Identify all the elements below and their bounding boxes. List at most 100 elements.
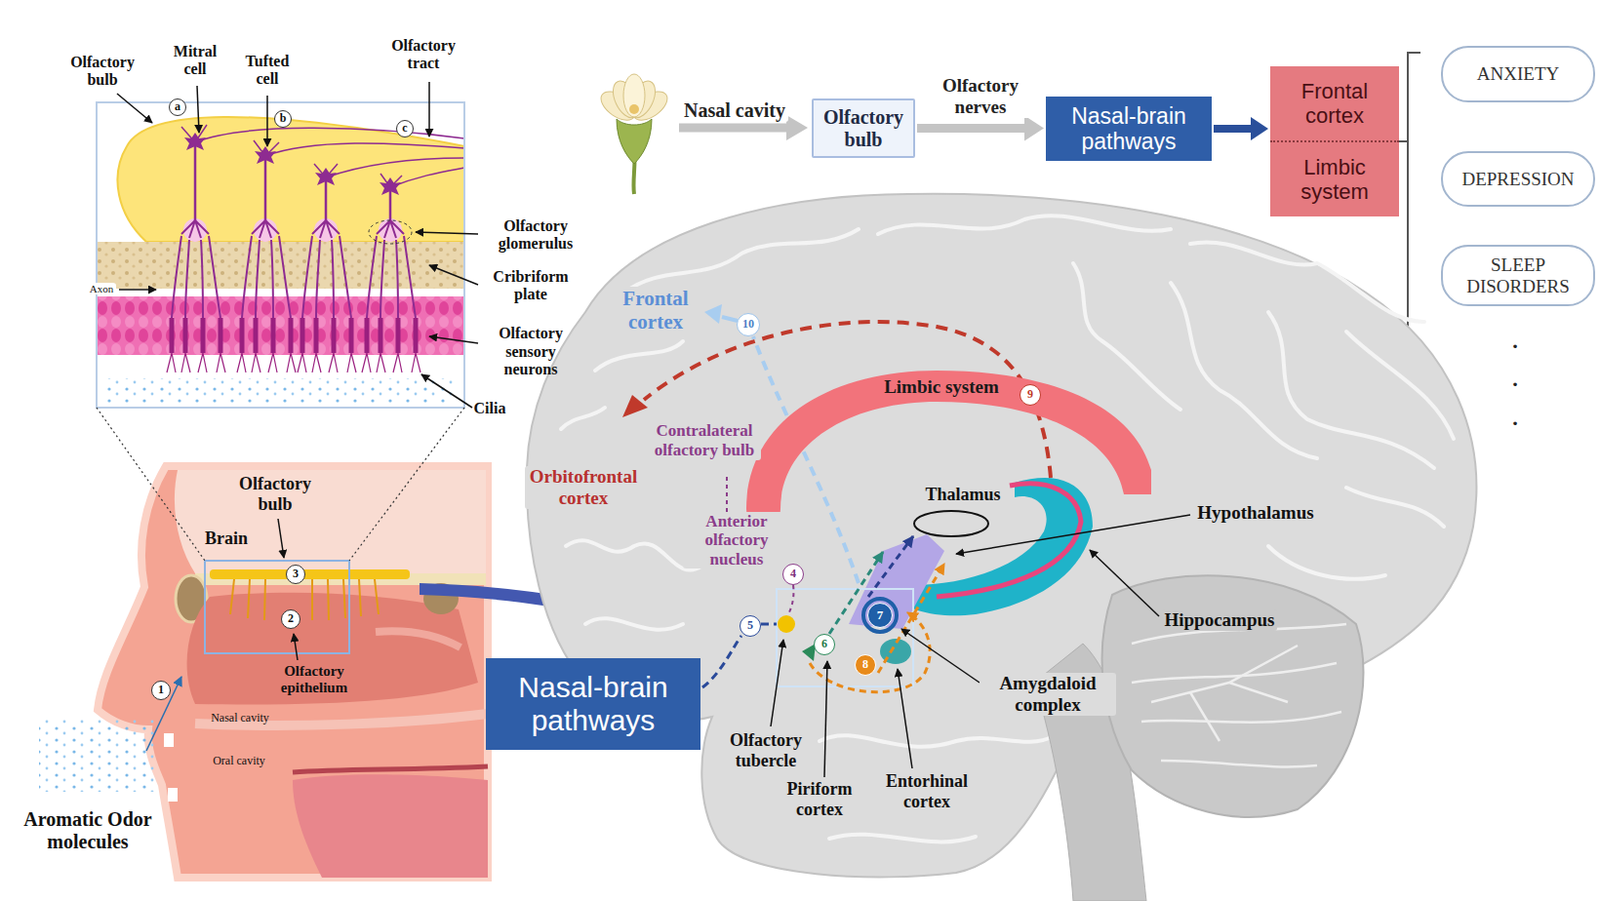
leader-line xyxy=(429,265,479,285)
brain xyxy=(777,615,796,634)
box-text: Frontal cortex xyxy=(1270,66,1400,141)
callout-number: b xyxy=(274,110,292,128)
bulb-inset xyxy=(379,177,401,196)
brain xyxy=(1268,312,1435,469)
part-label: Frontal cortex xyxy=(611,286,700,334)
leader-line xyxy=(956,515,1191,555)
brain xyxy=(819,735,1054,748)
bulb-inset xyxy=(107,378,459,404)
arrow-head xyxy=(1250,117,1269,141)
brain xyxy=(863,599,897,633)
part-label: Nasal cavity xyxy=(210,712,270,726)
box-text: Nasal-brain pathways xyxy=(1051,103,1206,156)
outcome-pill: DEPRESSION xyxy=(1440,151,1596,207)
leader-line xyxy=(428,81,431,137)
head-section xyxy=(39,407,488,879)
band-shape xyxy=(746,370,1152,527)
brain xyxy=(1268,546,1386,580)
leader-line xyxy=(415,232,479,235)
part-label: Axon xyxy=(86,282,117,296)
process-box: Olfactory bulb xyxy=(811,98,916,159)
flower-icon xyxy=(616,119,652,164)
pathway-dashes xyxy=(704,304,722,324)
leader-line xyxy=(770,640,784,727)
bulb-inset xyxy=(166,220,226,373)
brain xyxy=(565,540,703,570)
callout-number: 10 xyxy=(736,313,760,337)
outcome-pill: SLEEP DISORDERS xyxy=(1440,244,1596,307)
pathway-dashes xyxy=(788,585,794,615)
head-section xyxy=(292,774,488,879)
leader-line xyxy=(119,288,157,291)
pathway-dashes xyxy=(622,304,1051,693)
head-section xyxy=(204,560,350,654)
brain xyxy=(1346,331,1454,440)
part-label: Olfactory tubercle xyxy=(717,730,815,771)
part-label: Mitral cell xyxy=(165,42,225,80)
box-text: Nasal-brain pathways xyxy=(493,671,693,739)
pathway-dashes xyxy=(725,477,728,514)
flower-icon xyxy=(596,74,673,195)
part-label: Cribriform plate xyxy=(481,268,580,305)
leader-line xyxy=(421,374,473,408)
connector-line xyxy=(1213,124,1252,133)
region-box: Frontal cortexLimbic system xyxy=(1270,66,1400,217)
brain xyxy=(776,589,914,687)
callout-number: 5 xyxy=(739,615,761,638)
part-label: Olfactory epithelium xyxy=(265,663,363,698)
pathway-dashes xyxy=(702,624,777,688)
head-section xyxy=(293,634,298,661)
pathway-dashes xyxy=(809,612,930,693)
ellipsis-dot: . xyxy=(1512,405,1519,431)
part-label: Aromatic Odor molecules xyxy=(9,808,166,854)
box-text: SLEEP DISORDERS xyxy=(1448,254,1588,298)
head-section xyxy=(292,766,488,773)
brain xyxy=(1102,575,1364,818)
callout-number: 3 xyxy=(285,564,306,585)
part-label: Contralateral olfactory bulb xyxy=(647,421,761,460)
callout-number: 9 xyxy=(1019,384,1041,406)
bulb-inset xyxy=(96,102,465,408)
bulb-inset xyxy=(254,146,277,164)
callout-number: 8 xyxy=(854,654,877,677)
arrow-head xyxy=(1024,116,1044,142)
leader-line xyxy=(197,85,200,133)
leader-line xyxy=(897,669,913,769)
callout-number: 6 xyxy=(813,634,836,656)
head-section xyxy=(96,407,465,561)
brain xyxy=(560,407,605,430)
part-label: Tufted cell xyxy=(238,52,297,89)
brain xyxy=(526,194,1478,879)
callout-number: 2 xyxy=(280,609,301,630)
part-label: Oral cavity xyxy=(212,755,266,769)
brain xyxy=(1151,645,1298,742)
part-label: Olfactory bulb xyxy=(58,53,147,90)
connector-arrow xyxy=(1213,117,1269,141)
leader-line xyxy=(429,336,479,344)
leader-line xyxy=(901,629,980,683)
leader-line xyxy=(266,95,269,147)
brain xyxy=(595,341,683,371)
ellipsis-dot: . xyxy=(1512,328,1519,354)
head-section xyxy=(230,579,379,621)
bulb-inset xyxy=(368,220,412,244)
bulb-inset xyxy=(297,220,357,373)
pathway-dashes xyxy=(868,536,914,598)
callout-number: 1 xyxy=(151,680,171,701)
bulb-inset xyxy=(181,124,402,188)
part-label: Thalamus xyxy=(921,484,1003,506)
flower-icon xyxy=(629,104,640,115)
process-box: Nasal-brain pathways xyxy=(1045,96,1212,161)
part-label: Orbitofrontal cortex xyxy=(524,466,642,510)
brain xyxy=(1190,241,1425,322)
connector-arrow xyxy=(917,116,1044,142)
bulb-inset xyxy=(315,167,337,186)
part-label: Amygdaloid complex xyxy=(979,673,1117,717)
part-label: Cilia xyxy=(474,400,507,418)
brain xyxy=(526,194,1478,901)
connector-line xyxy=(917,123,1026,133)
part-label: Olfactory bulb xyxy=(221,474,329,515)
bulb-inset xyxy=(361,220,421,373)
pathway-dashes xyxy=(622,395,648,418)
